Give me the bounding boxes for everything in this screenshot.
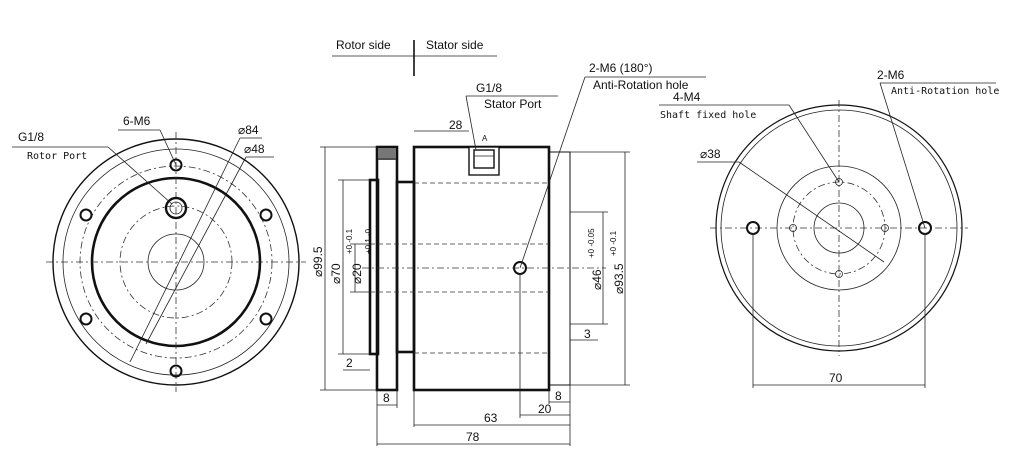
shaft-hole: [835, 270, 843, 278]
dim935-tol: +0 -0.1: [609, 230, 618, 256]
rotor-port-size: G1/8: [18, 130, 44, 144]
rotor-flange-plate: [375, 145, 399, 392]
bolt-leader: [159, 129, 177, 166]
rotor-step-ring: [368, 178, 380, 356]
neck: [395, 180, 416, 354]
dim70-rv-label: 70: [829, 371, 843, 385]
side-section-view: 28 A G1/8 Stator Port 2-M6 (180°) Anti-R…: [311, 61, 706, 446]
dim70-label: ⌀70: [329, 263, 343, 284]
dim70-tol: +0 -0.1: [345, 228, 354, 254]
bolt-hole: [259, 312, 273, 326]
dim20b-label: 20: [538, 402, 552, 416]
stator-side-label: Stator side: [426, 38, 484, 52]
dim46-label: ⌀46: [590, 269, 604, 290]
dia84-label: ⌀84: [238, 123, 259, 137]
stator-port-leader: [465, 95, 477, 151]
rotor-side-label: Rotor side: [336, 38, 391, 52]
dim2-label: 2: [346, 356, 353, 370]
dim3-label: 3: [584, 327, 591, 341]
bolt-holes-label: 6-M6: [123, 114, 151, 128]
dia48-leader: [145, 156, 247, 345]
section-mark-a: A: [482, 134, 488, 143]
shaft-hole: [789, 224, 797, 232]
shaft-extension: [548, 151, 571, 386]
bolt-hole: [259, 208, 273, 222]
dim8b-label: 8: [555, 389, 562, 403]
rv-anti-rot-count: 2-M6: [877, 68, 905, 82]
rotor-port-hole: [164, 196, 188, 220]
shaft-hole-name: Shaft fixed hole: [660, 110, 756, 121]
dia38-leader: [738, 161, 885, 263]
shaft-hole-leader: [788, 104, 840, 183]
dim63-label: 63: [484, 411, 498, 425]
rotor-port-name: Rotor Port: [27, 151, 87, 162]
rv-anti-rot-name: Anti-Rotation hole: [891, 86, 999, 97]
rotor-port-inner: [169, 201, 183, 215]
port-leader: [107, 146, 173, 205]
rv-anti-rot-leader: [879, 82, 926, 229]
bolt-hole: [169, 158, 183, 172]
dim20-tol: +0.1 -0: [364, 228, 373, 254]
stator-port-size: G1/8: [476, 81, 502, 95]
dim78-label: 78: [466, 430, 480, 444]
dim8a-label: 8: [383, 391, 390, 405]
anti-rot-leader: [519, 76, 586, 269]
dim28-label: 28: [449, 118, 463, 132]
shaft-hole: [835, 178, 843, 186]
bolt-hole: [79, 312, 93, 326]
bolt-hole: [169, 364, 183, 378]
dim995-label: ⌀99.5: [311, 246, 325, 277]
bolt-holes: [79, 158, 273, 378]
rotor-end-view: G1/8 Rotor Port 6-M6 ⌀84 ⌀48: [12, 114, 306, 392]
anti-rot-name: Anti-Rotation hole: [593, 78, 689, 92]
side-header: Rotor side Stator side: [332, 38, 497, 76]
shaft-fixed-holes: [789, 178, 889, 278]
shaft-hole: [881, 224, 889, 232]
stator-housing: [412, 145, 551, 392]
dia48-label: ⌀48: [244, 142, 265, 156]
stator-port-bore: [473, 149, 495, 169]
dim20-label: ⌀20: [350, 263, 364, 284]
dim935-label: ⌀93.5: [612, 263, 626, 294]
dim46-tol: +0 -0.05: [587, 228, 596, 258]
stator-port-name: Stator Port: [484, 97, 542, 111]
dia38-label: ⌀38: [700, 147, 721, 161]
flange-hatch: [378, 148, 396, 160]
stator-end-view: 2-M6 Anti-Rotation hole 4-M4 Shaft fixed…: [659, 68, 999, 388]
bolt-hole: [79, 208, 93, 222]
anti-rot-count: 2-M6 (180°): [589, 61, 653, 75]
shaft-hole-count: 4-M4: [673, 90, 701, 104]
dia84-leader: [129, 137, 241, 363]
